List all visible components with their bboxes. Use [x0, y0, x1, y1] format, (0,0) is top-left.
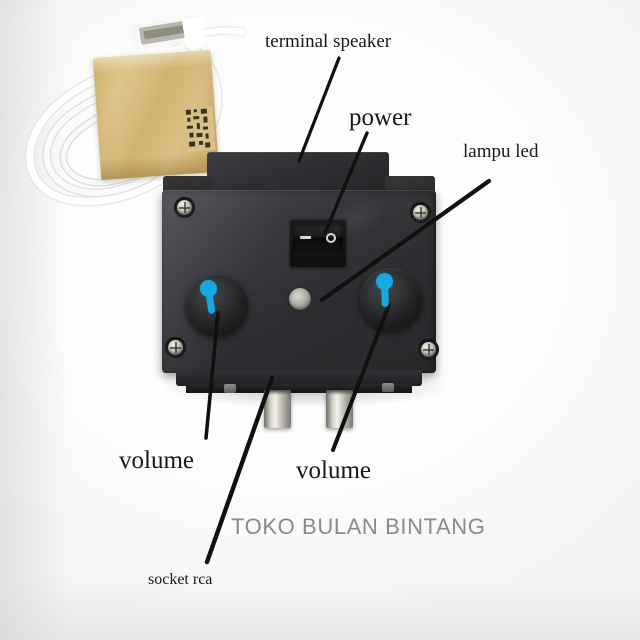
leader-socket-rca: [204, 375, 275, 565]
volume-knob-right[interactable]: [360, 268, 422, 330]
leader-terminal-speaker: [297, 56, 341, 163]
leader-volume-right: [331, 303, 391, 452]
leader-lampu-led: [319, 178, 492, 303]
usb-cable: [14, 6, 249, 246]
screw-bottom-right: [418, 339, 439, 360]
background-shadow-bottom: [0, 580, 640, 640]
screw-top-right: [410, 202, 431, 223]
chassis-nub-right: [382, 383, 394, 392]
leader-volume-left: [204, 311, 220, 440]
shop-watermark: TOKO BULAN BINTANG: [231, 514, 486, 539]
label-socket-rca: socket rca: [148, 571, 213, 588]
label-lampu-led: lampu led: [463, 141, 539, 162]
label-power: power: [349, 104, 412, 131]
label-volume-right: volume: [296, 457, 371, 484]
label-volume-left: volume: [119, 447, 194, 474]
usb-connector: [130, 15, 206, 51]
volume-knob-left[interactable]: [186, 274, 248, 336]
screw-bottom-left: [165, 337, 186, 358]
chassis-rail: [186, 384, 412, 393]
switch-off-mark: [325, 232, 336, 243]
power-rocker-switch[interactable]: [293, 224, 343, 251]
screw-top-left: [174, 197, 195, 218]
indicator-led: [285, 284, 315, 314]
rca-socket-left[interactable]: [264, 390, 291, 428]
chassis-nub-left: [224, 384, 236, 393]
switch-on-mark: [300, 236, 312, 239]
leader-power: [323, 131, 369, 235]
label-terminal-speaker: terminal speaker: [265, 31, 392, 52]
